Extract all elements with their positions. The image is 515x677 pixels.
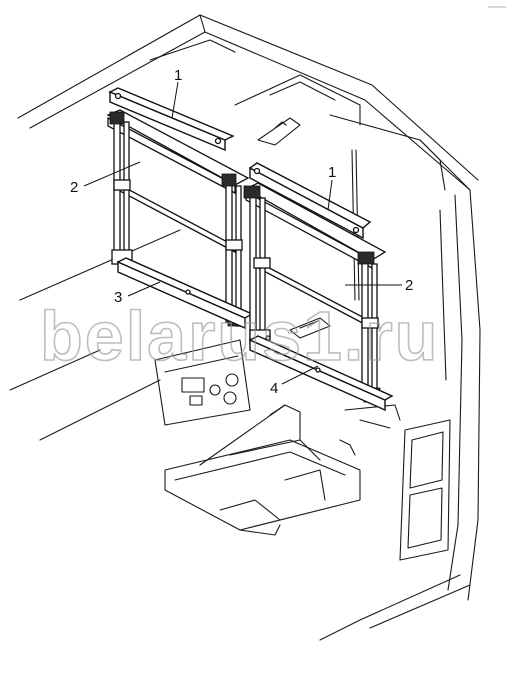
upper-rail-left (108, 87, 235, 152)
callout-3: 3 (114, 289, 122, 306)
screen-frame-left (106, 109, 250, 327)
leader-lines (83, 81, 402, 385)
upper-rail-right (248, 162, 372, 240)
callout-4: 4 (270, 380, 278, 397)
lower-rail-right (248, 335, 394, 412)
mounting-plate (289, 317, 331, 339)
callout-2-right: 2 (405, 277, 413, 294)
callout-2-left: 2 (70, 179, 78, 196)
watermark: belarus1.ru (40, 297, 439, 375)
lower-rail-left (116, 257, 254, 330)
callout-1-left: 1 (174, 67, 182, 84)
cab-outline (9, 14, 481, 641)
callout-1-right: 1 (328, 164, 336, 181)
